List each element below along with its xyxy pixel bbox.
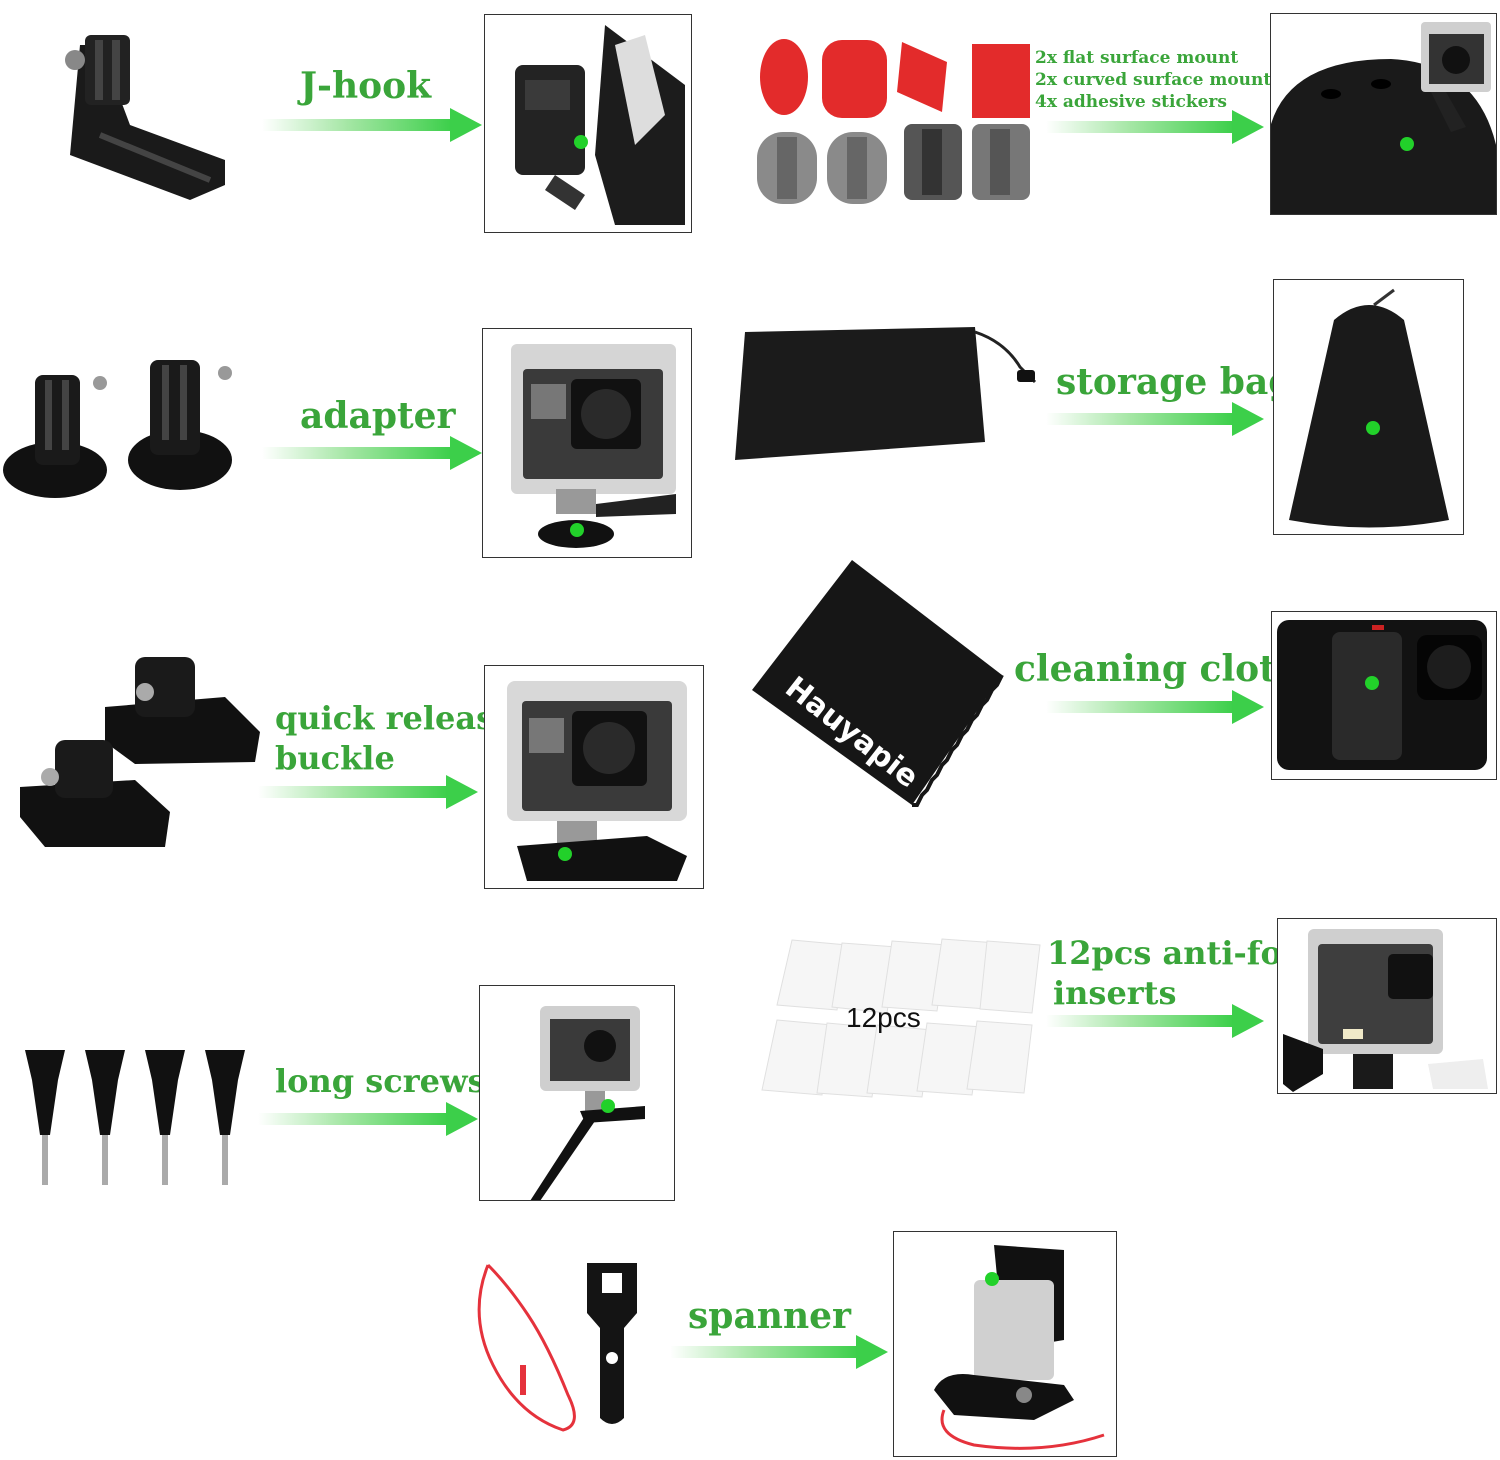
photo-spanner-housing xyxy=(893,1231,1117,1457)
photo-adapter-camera xyxy=(482,328,692,558)
mount-point-dot xyxy=(1366,421,1380,435)
label-surface-line1: 2x flat surface mount xyxy=(1035,48,1239,68)
j-hook-mount-icon xyxy=(65,35,225,200)
anti-fog-insert-icon xyxy=(761,938,1041,1098)
mount-point-dot xyxy=(558,847,572,861)
mount-point-dot xyxy=(570,523,584,537)
photo-quick-release-camera xyxy=(484,665,704,889)
lanyard-icon xyxy=(477,1263,576,1432)
arrow-spanner xyxy=(670,1335,888,1369)
label-storage-bag: storage bag xyxy=(1056,361,1294,403)
action-camera-icon xyxy=(511,344,676,548)
label-surface-line3: 4x adhesive stickers xyxy=(1035,92,1227,112)
antifog-count-text: 12pcs xyxy=(846,1002,921,1033)
spanner-wrench-icon xyxy=(587,1263,637,1424)
action-camera-icon xyxy=(934,1245,1105,1450)
arrow-long-screws xyxy=(258,1102,478,1136)
action-camera-icon xyxy=(507,681,687,881)
label-quick-release-line2: buckle xyxy=(275,739,395,777)
arrow-antifog xyxy=(1046,1004,1264,1038)
label-spanner: spanner xyxy=(688,1295,851,1337)
quick-release-buckle-icon xyxy=(20,657,260,847)
label-adapter: adapter xyxy=(300,395,456,437)
action-camera-icon xyxy=(1283,929,1488,1092)
label-antifog-line1: 12pcs anti-fog xyxy=(1047,934,1305,972)
action-camera-icon xyxy=(1421,22,1491,132)
photo-long-screws-pole xyxy=(479,985,675,1201)
arrow-surface xyxy=(1046,110,1264,144)
photo-jhook-headstrap xyxy=(484,14,692,233)
action-camera-icon xyxy=(530,1006,645,1200)
photo-storage-bag xyxy=(1273,279,1464,535)
storage-bag-icon xyxy=(735,327,1037,460)
thumb-screw-icon xyxy=(25,1050,245,1185)
arrow-adapter xyxy=(262,436,482,470)
label-quick-release-line1: quick release xyxy=(275,699,515,737)
action-camera-icon xyxy=(1277,620,1487,770)
tripod-adapter-icon xyxy=(3,360,232,498)
mount-point-dot xyxy=(574,135,588,149)
label-cleaning-cloth: cleaning cloth xyxy=(1014,648,1302,690)
label-jhook: J-hook xyxy=(300,65,432,107)
label-antifog-line2: inserts xyxy=(1053,974,1177,1012)
label-surface-line2: 2x curved surface mount xyxy=(1035,70,1272,90)
cleaning-cloth-icon xyxy=(752,560,1004,807)
mount-point-dot xyxy=(1400,137,1414,151)
action-camera-icon xyxy=(515,25,685,225)
mount-point-dot xyxy=(601,1099,615,1113)
arrow-storage-bag xyxy=(1046,402,1264,436)
storage-bag-icon xyxy=(1289,288,1449,528)
label-long-screws: long screws xyxy=(275,1062,486,1100)
arrow-cleaning-cloth xyxy=(1046,690,1264,724)
arrow-jhook xyxy=(262,108,482,142)
mount-point-dot xyxy=(1365,676,1379,690)
arrow-quick-release xyxy=(258,775,478,809)
photo-helmet-mount xyxy=(1270,13,1497,215)
surface-mounts-icon xyxy=(757,39,1030,204)
mount-point-dot xyxy=(985,1272,999,1286)
photo-antifog-housing xyxy=(1277,918,1497,1094)
photo-camera-front xyxy=(1271,611,1497,780)
